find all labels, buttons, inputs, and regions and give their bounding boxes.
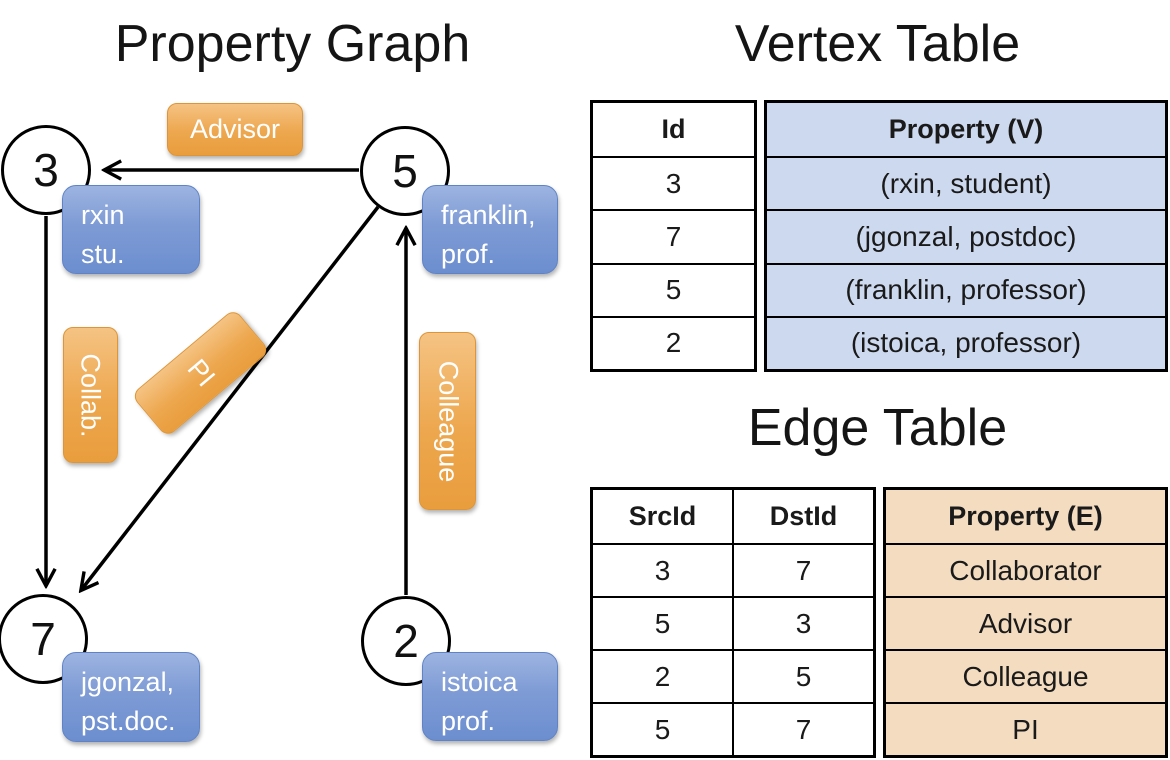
edge-table-title: Edge Table <box>747 399 1008 457</box>
node-5-id: 5 <box>392 145 418 197</box>
edge-table: SrcId DstId 3 7 5 3 2 5 5 7 Property (E) <box>590 487 1168 758</box>
edge-srcid-header: SrcId <box>628 501 697 531</box>
edge-table-ids-columns: SrcId DstId 3 7 5 3 2 5 5 7 <box>590 487 876 758</box>
vertex-table: Id 3 7 5 2 Property (V) (rxin, student) … <box>590 100 1168 372</box>
vertex-row-id: 2 <box>665 327 682 359</box>
vertex-row-id: 3 <box>665 167 682 199</box>
edge-row-property: PI <box>1012 713 1039 745</box>
node-5-property-line2: prof. <box>441 239 496 269</box>
node-3-property-line2: stu. <box>81 239 125 269</box>
edge-row-src: 5 <box>654 607 671 639</box>
edge-row-src: 5 <box>654 713 671 745</box>
edge-row-src: 2 <box>654 660 671 692</box>
edge-property-header: Property (E) <box>948 501 1103 531</box>
edge-row-property: Colleague <box>962 660 1089 692</box>
vertex-table-title: Vertex Table <box>734 15 1021 73</box>
vertex-table-gap <box>757 100 764 372</box>
edge-label-advisor: Advisor <box>167 103 303 156</box>
node-3-id: 3 <box>33 144 59 196</box>
vertex-table-property-column: Property (V) (rxin, student) (jgonzal, p… <box>764 100 1168 372</box>
node-7-property-box: jgonzal, pst.doc. <box>62 652 200 742</box>
edge-label-colleague-text: Colleague <box>433 360 463 482</box>
node-2-circle: 2 <box>361 596 451 686</box>
node-5-property-box: franklin, prof. <box>422 185 558 274</box>
edge-label-colleague: Colleague <box>419 332 476 510</box>
vertex-property-header: Property (V) <box>888 114 1044 145</box>
node-2-id: 2 <box>393 615 419 667</box>
edge-row-dst: 7 <box>732 545 873 596</box>
edge-row-dst: 5 <box>732 651 873 702</box>
node-7-property-line2: pst.doc. <box>81 706 176 736</box>
vertex-row-property: (franklin, professor) <box>845 274 1087 306</box>
node-7-property-line1: jgonzal, <box>81 667 175 697</box>
edge-row-dst: 3 <box>732 598 873 649</box>
vertex-row-property: (jgonzal, postdoc) <box>855 220 1077 252</box>
vertex-row-id: 7 <box>665 220 682 252</box>
vertex-row-property: (istoica, professor) <box>850 327 1082 359</box>
edge-row-property: Advisor <box>978 607 1073 639</box>
node-5-property-line1: franklin, <box>441 200 536 230</box>
edge-row-property: Collaborator <box>949 554 1102 586</box>
node-2-property-box: istoica prof. <box>422 652 558 741</box>
edge-table-property-column: Property (E) Collaborator Advisor Collea… <box>883 487 1168 758</box>
vertex-row-id: 5 <box>665 274 682 306</box>
edge-table-gap <box>876 487 883 758</box>
edge-row-src: 3 <box>654 554 671 586</box>
property-graph-title: Property Graph <box>114 15 471 73</box>
vertex-row-property: (rxin, student) <box>880 167 1052 199</box>
node-3-property-line1: rxin <box>81 200 125 230</box>
edge-row-dst: 7 <box>732 704 873 755</box>
edge-label-collab-text: Collab. <box>76 352 107 438</box>
edge-label-collab: Collab. <box>63 327 118 463</box>
graph-edges-svg <box>0 0 585 595</box>
vertex-id-header: Id <box>661 114 686 145</box>
edge-dstid-header: DstId <box>732 490 873 543</box>
node-5-circle: 5 <box>360 126 450 216</box>
node-2-property-line2: prof. <box>441 706 496 736</box>
vertex-table-id-column: Id 3 7 5 2 <box>590 100 757 372</box>
node-2-property-line1: istoica <box>441 667 518 697</box>
node-3-property-box: rxin stu. <box>62 185 200 274</box>
node-7-id: 7 <box>30 613 56 665</box>
edge-pi-5-7 <box>82 205 380 589</box>
edge-label-advisor-text: Advisor <box>189 114 281 144</box>
edge-label-pi-text: PI <box>181 353 221 393</box>
